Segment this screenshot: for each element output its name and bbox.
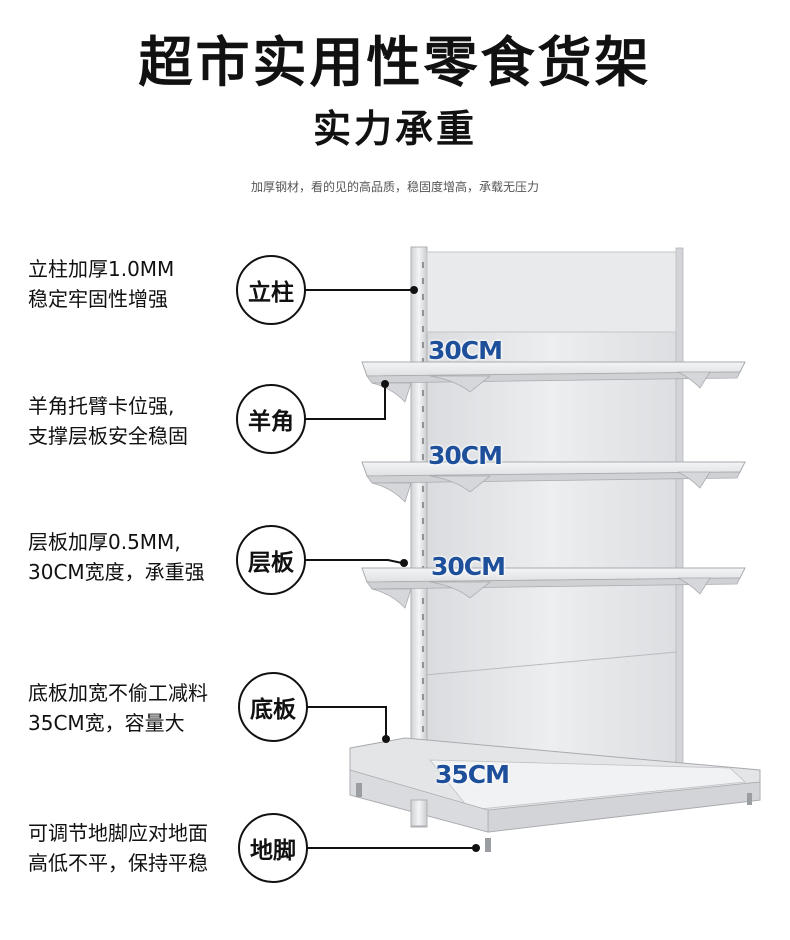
feature-line: 可调节地脚应对地面: [28, 821, 208, 845]
shelf-2: [361, 461, 746, 503]
feature-line: 底板加宽不偷工减料: [28, 681, 208, 705]
feature-line: 层板加厚0.5MM,: [28, 530, 181, 554]
callout-line-base: [307, 706, 387, 738]
callout-line-bracket: [305, 386, 386, 420]
feature-line: 立柱加厚1.0MM: [28, 257, 175, 281]
header-board: [426, 251, 677, 333]
feature-line: 30CM宽度，承重强: [28, 560, 205, 584]
feature-line: 羊角托臂卡位强,: [28, 394, 175, 418]
right-upright: [675, 247, 684, 809]
badge-shelf: 层板: [236, 525, 306, 595]
feature-line: 35CM宽，容量大: [28, 711, 185, 735]
dimension-label: 35CM: [435, 760, 510, 789]
feature-line: 稳定牢固性增强: [28, 287, 168, 311]
feature-text-shelf: 层板加厚0.5MM, 30CM宽度，承重强: [28, 527, 205, 587]
base: [349, 737, 761, 852]
callout-line-shelf: [305, 559, 403, 564]
shelf-1: [361, 361, 746, 403]
tagline: 加厚钢材，看的见的高品质，稳固度增高，承载无压力: [250, 180, 539, 194]
dimension-label: 30CM: [428, 336, 503, 365]
feature-text-foot: 可调节地脚应对地面 高低不平，保持平稳: [28, 818, 208, 878]
shelf-3: [361, 567, 746, 609]
feature-line: 支撑层板安全稳固: [28, 424, 188, 448]
feature-text-upright: 立柱加厚1.0MM 稳定牢固性增强: [28, 254, 174, 314]
feature-line: 高低不平，保持平稳: [28, 851, 208, 875]
dimension-label: 30CM: [431, 552, 506, 581]
page-title: 超市实用性零食货架: [138, 31, 652, 94]
badge-foot: 地脚: [238, 813, 308, 883]
page-subtitle: 实力承重: [312, 107, 477, 151]
feature-text-bracket: 羊角托臂卡位强, 支撑层板安全稳固: [28, 391, 188, 451]
feature-text-base: 底板加宽不偷工减料 35CM宽，容量大: [28, 678, 208, 738]
badge-base: 底板: [238, 672, 308, 742]
badge-upright: 立柱: [236, 255, 306, 325]
dimension-label: 30CM: [428, 441, 503, 470]
badge-bracket: 羊角: [236, 384, 306, 454]
